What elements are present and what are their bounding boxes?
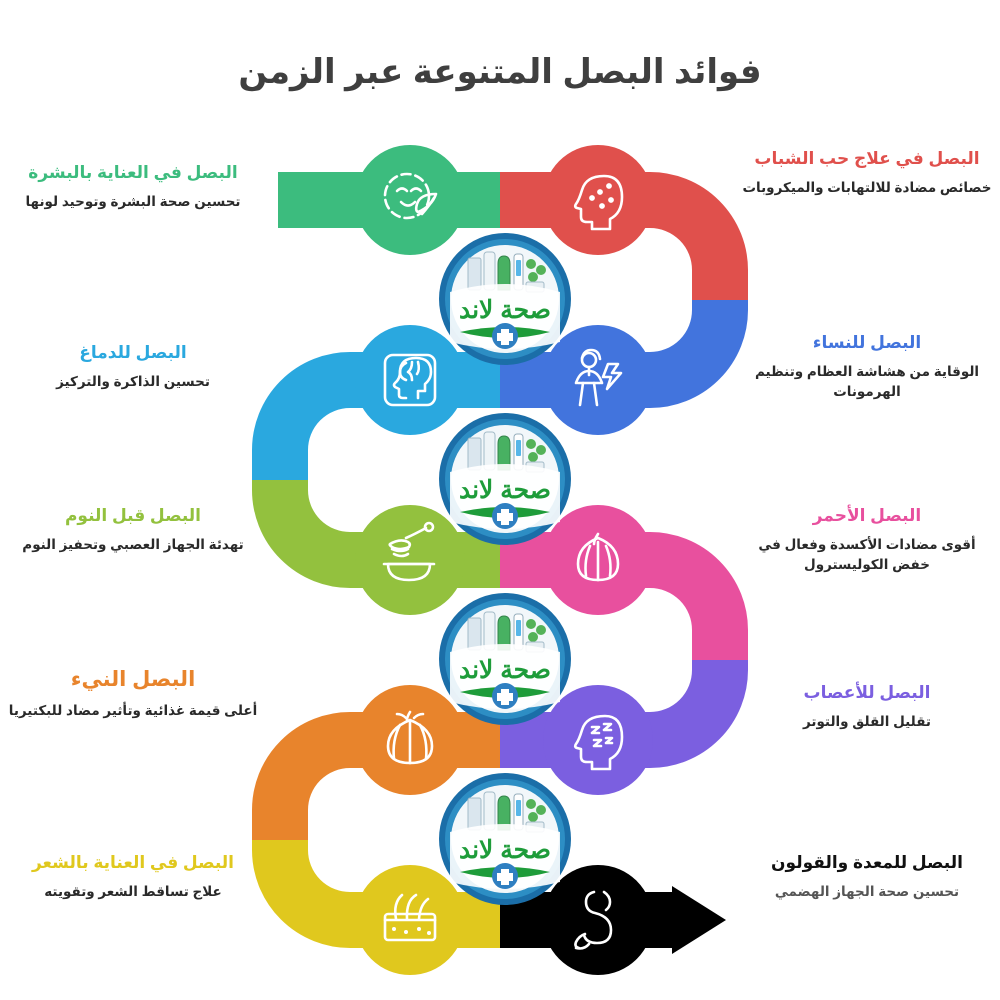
svg-text:صحة لاند: صحة لاند	[459, 836, 551, 864]
onion-bulb-icon	[576, 532, 620, 582]
watermark-logo: صحة لاند	[438, 232, 572, 366]
label-heading: البصل النيء	[70, 668, 196, 691]
label-heading: البصل للأعصاب	[803, 683, 931, 702]
honey-dipper-bowl-icon	[382, 521, 436, 582]
ribbon-blue	[500, 300, 748, 408]
label-heading: البصل قبل النوم	[64, 506, 202, 525]
label-body: تحسين صحة الجهاز الهضمي	[774, 884, 960, 900]
node-circle-before-sleep[interactable]	[355, 505, 465, 615]
label-skin-care: البصل في العناية بالبشرة تحسين صحة البشر…	[8, 162, 258, 212]
hair-follicle-icon	[383, 893, 437, 942]
label-body: أعلى قيمة غذائية وتأثير مضاد للبكتيريا	[8, 703, 258, 719]
node-circle-brain[interactable]	[355, 325, 465, 435]
face-leaf-icon	[383, 172, 438, 220]
label-stomach-colon: البصل للمعدة والقولون تحسين صحة الجهاز ا…	[742, 852, 992, 902]
ribbon-lightblue	[252, 352, 500, 480]
node-circle-skin-care[interactable]	[355, 145, 465, 255]
ribbon-orange	[252, 712, 500, 840]
brain-head-icon	[383, 353, 437, 407]
label-heading: البصل للنساء	[812, 333, 922, 352]
ribbon-pink	[500, 532, 748, 660]
label-body: علاج تساقط الشعر وتقويته	[44, 884, 222, 900]
label-acne: البصل في علاج حب الشباب خصائص مضادة للال…	[742, 148, 992, 198]
label-heading: البصل الأحمر	[812, 506, 922, 525]
label-body: تقليل القلق والتوتر	[803, 714, 931, 730]
label-body: تهدئة الجهاز العصبي وتحفيز النوم	[22, 537, 244, 553]
svg-text:صحة لاند: صحة لاند	[459, 476, 551, 504]
whole-onion-icon	[386, 710, 434, 765]
stomach-icon	[574, 890, 613, 950]
label-hair-care: البصل في العناية بالشعر علاج تساقط الشعر…	[8, 852, 258, 902]
label-brain: البصل للدماغ تحسين الذاكرة والتركيز	[8, 342, 258, 392]
label-body: أقوى مضادات الأكسدة وفعال في خفض الكوليس…	[758, 537, 976, 572]
watermark-logo: صحة لاند	[438, 412, 572, 546]
watermark-logo: صحة لاند	[438, 772, 572, 906]
label-heading: البصل في العناية بالبشرة	[28, 163, 238, 182]
node-circle-stomach-colon[interactable]	[543, 865, 653, 975]
label-heading: البصل للدماغ	[79, 343, 187, 362]
page-title: فوائد البصل المتنوعة عبر الزمن	[238, 53, 762, 91]
label-red-onion: البصل الأحمر أقوى مضادات الأكسدة وفعال ف…	[742, 505, 992, 574]
ribbon-purple	[500, 660, 748, 768]
label-body: تحسين صحة البشرة وتوحيد لونها	[25, 194, 241, 210]
arrow-right-icon	[672, 886, 726, 954]
label-before-sleep: البصل قبل النوم تهدئة الجهاز العصبي وتحف…	[8, 505, 258, 555]
label-raw-onion: البصل النيء أعلى قيمة غذائية وتأثير مضاد…	[8, 666, 258, 721]
node-circle-women[interactable]	[543, 325, 653, 435]
ribbon-yellowgreen	[252, 480, 500, 588]
label-heading: البصل في علاج حب الشباب	[754, 149, 980, 168]
node-circle-acne[interactable]	[543, 145, 653, 255]
face-acne-icon	[573, 174, 624, 231]
ribbon-yellow	[252, 840, 500, 948]
label-body: الوقاية من هشاشة العظام وتنظيم الهرمونات	[754, 364, 980, 399]
label-heading: البصل للمعدة والقولون	[771, 853, 963, 872]
woman-bone-icon	[574, 348, 623, 407]
label-body: خصائص مضادة للالتهابات والميكروبات	[742, 180, 992, 196]
svg-text:صحة لاند: صحة لاند	[459, 656, 551, 684]
label-body: تحسين الذاكرة والتركيز	[56, 374, 210, 390]
label-nerves: البصل للأعصاب تقليل القلق والتوتر	[742, 682, 992, 732]
label-women: البصل للنساء الوقاية من هشاشة العظام وتن…	[742, 332, 992, 401]
svg-text:صحة لاند: صحة لاند	[459, 296, 551, 324]
anxious-head-icon	[573, 714, 624, 771]
watermark-logo: صحة لاند	[438, 592, 572, 726]
label-heading: البصل في العناية بالشعر	[31, 853, 235, 872]
ribbon-red	[500, 172, 748, 300]
